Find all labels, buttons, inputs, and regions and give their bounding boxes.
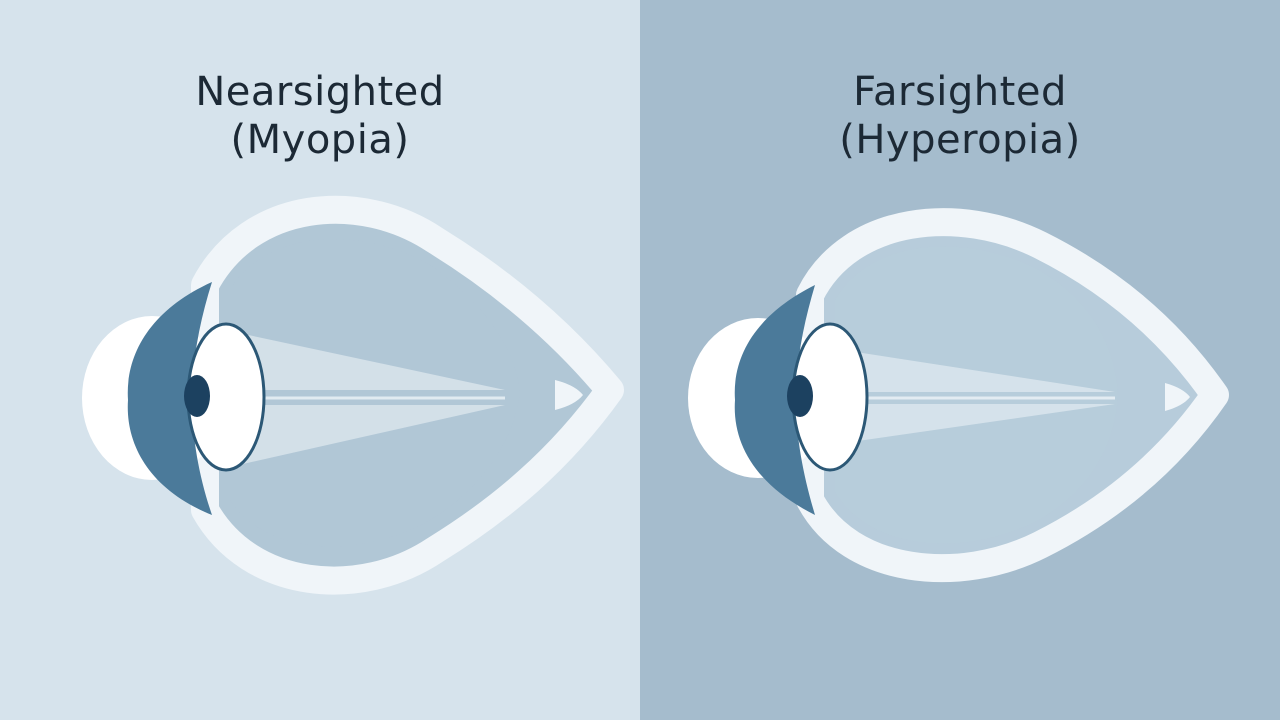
pupil [787, 375, 813, 417]
optic-nerve [1165, 383, 1190, 411]
myopia-eye-diagram [82, 195, 624, 595]
light-ray-upper [830, 348, 1115, 392]
light-ray-lower [830, 404, 1115, 445]
panel-title-nearsighted: Nearsighted (Myopia) [0, 68, 640, 164]
vitreous-body [835, 246, 1118, 544]
hyperopia-eye-diagram [688, 208, 1229, 583]
title-line-1: Farsighted [853, 69, 1067, 115]
panel-nearsighted: Nearsighted (Myopia) [0, 0, 640, 720]
panel-title-farsighted: Farsighted (Hyperopia) [640, 68, 1280, 164]
title-line-2: (Myopia) [230, 117, 410, 163]
vitreous-body [230, 239, 520, 547]
iris [127, 282, 212, 515]
title-line-2: (Hyperopia) [839, 117, 1081, 163]
title-line-1: Nearsighted [195, 69, 445, 115]
iris [734, 285, 815, 515]
light-ray-lower [225, 405, 505, 468]
pupil [184, 375, 210, 417]
optic-nerve [555, 380, 583, 410]
light-ray-upper [225, 330, 505, 390]
panel-farsighted: Farsighted (Hyperopia) [640, 0, 1280, 720]
